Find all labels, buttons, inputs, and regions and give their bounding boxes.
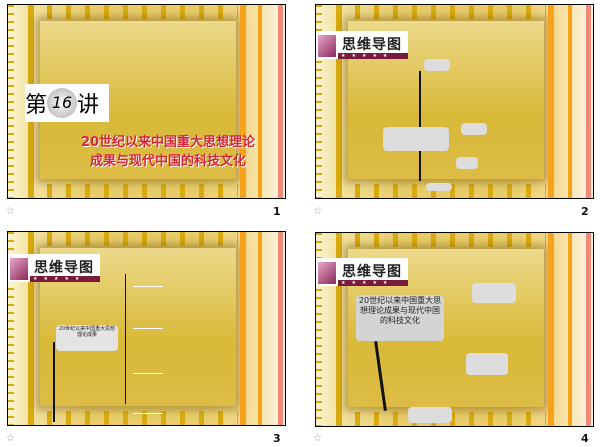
title-line-1: 20世纪以来中国重大思想理论 — [80, 135, 256, 150]
book-icon — [318, 35, 336, 57]
decor — [336, 5, 342, 198]
lecture-number: 16 — [47, 88, 78, 118]
decor — [28, 5, 238, 19]
stars: ★★★★★ — [30, 276, 100, 282]
branch-node — [408, 407, 452, 423]
transition-star-icon[interactable]: ☆ — [6, 433, 15, 444]
stars: ★★★★★ — [338, 53, 408, 59]
slide-thumbnail-2[interactable]: 思维导图★★★★★ — [315, 4, 594, 199]
decor — [28, 184, 238, 198]
slide-number: 2 — [581, 205, 589, 218]
branch-node — [461, 123, 487, 135]
slide-thumbnail-3[interactable]: 思维导图★★★★★ 20世纪以来中国重大思想理论成果 — [7, 231, 286, 426]
branch-node — [133, 387, 163, 414]
decor — [336, 5, 546, 19]
branch-node — [456, 157, 478, 169]
mindmap-header: 思维导图★★★★★ — [316, 31, 408, 59]
slide-title: 20世纪以来中国重大思想理论 成果与现代中国的科技文化 — [48, 133, 285, 171]
decor — [548, 233, 554, 426]
decor — [336, 233, 546, 247]
transition-star-icon[interactable]: ☆ — [313, 206, 322, 217]
heading: 思维导图 — [34, 260, 94, 276]
title-line-2: 成果与现代中国的科技文化 — [89, 154, 246, 169]
connector — [53, 342, 55, 422]
book-icon — [10, 258, 28, 280]
decor — [28, 232, 34, 425]
lecture-prefix: 第 — [25, 93, 48, 118]
decor — [28, 232, 238, 246]
decor — [336, 184, 546, 198]
branch-node — [133, 262, 163, 287]
book-icon — [318, 262, 336, 284]
decor — [586, 233, 591, 426]
decor — [240, 5, 246, 198]
decor — [548, 5, 554, 198]
decor — [336, 233, 342, 426]
branch-node — [426, 183, 452, 191]
decor — [8, 232, 14, 425]
heading: 思维导图 — [342, 264, 402, 280]
decor — [8, 5, 14, 198]
slide-thumbnail-1[interactable]: 第 16 讲 20世纪以来中国重大思想理论 成果与现代中国的科技文化 — [7, 4, 286, 199]
connector — [125, 274, 126, 404]
branch-node — [466, 353, 508, 375]
heading: 思维导图 — [342, 37, 402, 53]
decor — [568, 233, 572, 426]
center-node: 20世纪以来中国重大思想理论成果与现代中国的科技文化 — [356, 295, 444, 341]
decor — [258, 232, 262, 425]
decor — [278, 232, 283, 425]
decor — [28, 411, 238, 425]
lecture-suffix: 讲 — [77, 93, 100, 118]
branch-node — [133, 347, 163, 374]
center-node: 20世纪以来中国重大思想理论成果 — [56, 325, 118, 351]
decor — [316, 233, 322, 426]
mindmap-header: 思维导图★★★★★ — [316, 258, 408, 286]
branch-node — [133, 302, 163, 329]
decor — [568, 5, 572, 198]
lecture-label: 第 16 讲 — [25, 84, 109, 122]
mindmap-header: 思维导图★★★★★ — [8, 254, 100, 282]
slide-thumbnail-4[interactable]: 思维导图★★★★★ 20世纪以来中国重大思想理论成果与现代中国的科技文化 — [315, 232, 594, 427]
transition-star-icon[interactable]: ☆ — [6, 206, 15, 217]
center-node — [383, 127, 449, 151]
decor — [240, 232, 246, 425]
slide-number: 1 — [273, 205, 281, 218]
slide-number: 4 — [581, 432, 589, 445]
transition-star-icon[interactable]: ☆ — [313, 433, 322, 444]
decor — [278, 5, 283, 198]
decor — [316, 5, 322, 198]
slide-number: 3 — [273, 432, 281, 445]
branch-node — [472, 283, 516, 303]
stars: ★★★★★ — [338, 280, 408, 286]
decor — [586, 5, 591, 198]
branch-node — [424, 59, 450, 71]
connector — [419, 71, 421, 181]
decor — [258, 5, 262, 198]
